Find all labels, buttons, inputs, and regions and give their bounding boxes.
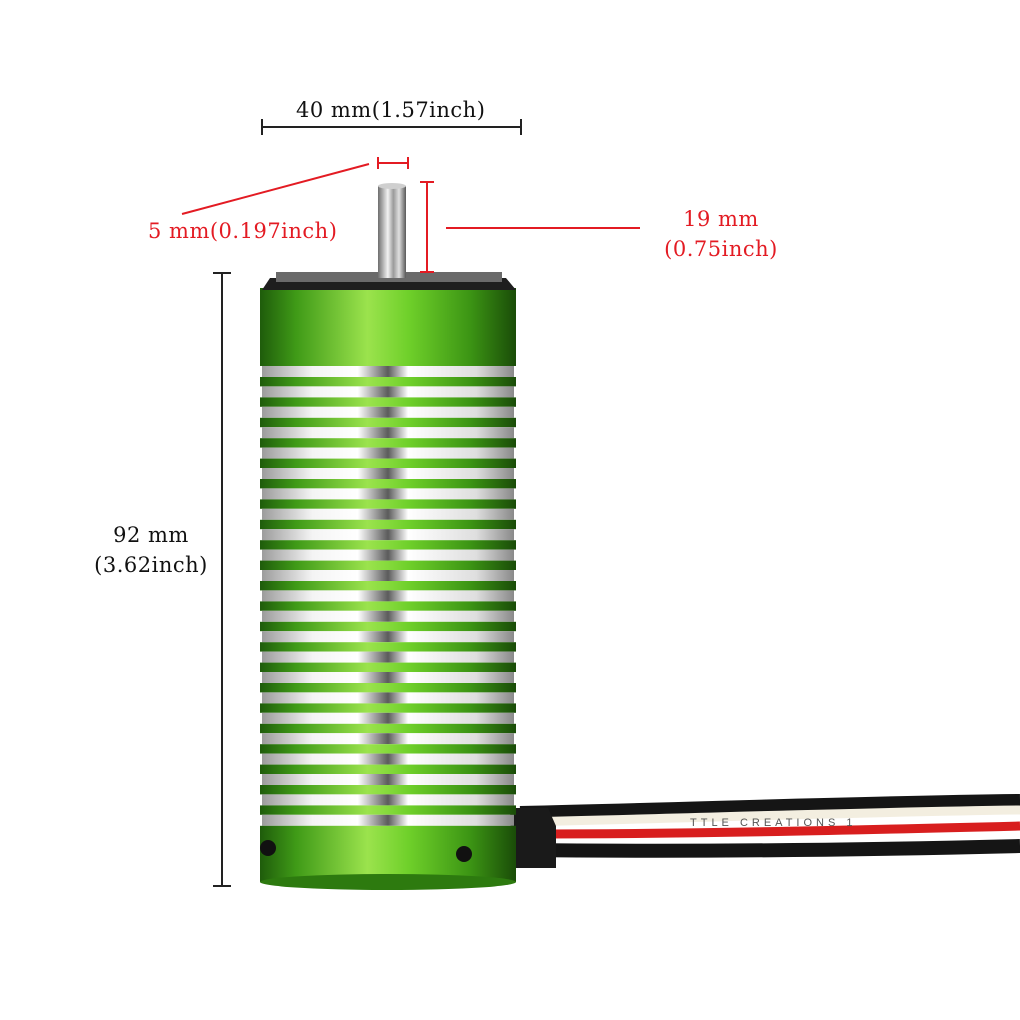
brushless-motor <box>260 183 516 890</box>
cooling-fin <box>262 488 514 500</box>
cooling-fin <box>262 712 514 724</box>
cable-grommet <box>510 808 556 868</box>
length-mm: 92 mm <box>113 523 189 547</box>
shaft-diameter-dimension-line <box>181 157 409 215</box>
fin-groove <box>260 723 516 734</box>
cooling-fin <box>262 733 514 745</box>
fin-groove <box>260 805 516 815</box>
shaft-length-dimension-line <box>420 181 640 273</box>
cooling-fin <box>262 651 514 663</box>
fin-groove <box>260 458 516 468</box>
rear-screw-left <box>260 840 276 856</box>
diameter-dimension-line <box>261 119 522 135</box>
fin-groove <box>260 662 516 672</box>
power-cables: TTLE CREATIONS 1 <box>510 794 1020 868</box>
cable-print: TTLE CREATIONS 1 <box>690 817 856 829</box>
cooling-fin <box>262 468 514 479</box>
fin-groove <box>260 785 516 795</box>
cooling-fin <box>262 549 514 561</box>
motor-shaft <box>378 186 406 278</box>
shaft-length-label: 19 mm (0.75inch) <box>656 204 786 264</box>
fin-groove <box>260 621 516 632</box>
fin-groove <box>260 703 516 713</box>
cooling-fin <box>262 774 514 785</box>
cooling-fin <box>262 427 514 439</box>
cooling-fin <box>262 366 514 377</box>
diameter-label: 40 mm(1.57inch) <box>296 98 486 122</box>
shaft-length-mm: 19 mm <box>683 207 759 231</box>
cooling-fin <box>262 672 514 683</box>
fin-groove <box>260 581 516 591</box>
shaft-diameter-label: 5 mm(0.197inch) <box>148 219 338 243</box>
cooling-fin <box>262 692 514 704</box>
cooling-fin <box>262 610 514 622</box>
cooling-fin <box>262 631 514 643</box>
fin-groove <box>260 764 516 774</box>
length-dimension-line <box>213 272 231 887</box>
cable-black-bottom <box>519 839 1020 858</box>
cooling-fin <box>262 447 514 459</box>
cooling-fin <box>262 406 514 418</box>
fin-groove <box>260 560 516 570</box>
fin-groove <box>260 438 516 448</box>
rear-cap <box>260 826 516 882</box>
cooling-fins <box>260 366 516 836</box>
fin-groove <box>260 519 516 530</box>
fin-groove <box>260 540 516 550</box>
cooling-fin <box>262 386 514 398</box>
rear-screw-right <box>456 846 472 862</box>
fin-groove <box>260 744 516 754</box>
cooling-fin <box>262 753 514 765</box>
fin-groove <box>260 417 516 428</box>
fin-groove <box>260 499 516 509</box>
fin-groove <box>260 479 516 489</box>
cable-red <box>519 821 1020 839</box>
fin-groove <box>260 683 516 693</box>
cooling-fin <box>262 529 514 541</box>
shaft-length-inch: (0.75inch) <box>664 237 778 261</box>
length-inch: (3.62inch) <box>94 553 208 577</box>
cooling-fin <box>262 570 514 581</box>
fin-groove <box>260 377 516 387</box>
front-cap <box>260 288 516 366</box>
length-label: 92 mm (3.62inch) <box>88 520 214 580</box>
cable-white-label <box>519 805 1020 827</box>
cooling-fin <box>262 590 514 602</box>
cooling-fin <box>262 814 514 826</box>
fin-groove <box>260 642 516 652</box>
dimension-annotations <box>181 119 640 887</box>
fin-groove <box>260 601 516 611</box>
fin-groove <box>260 397 516 407</box>
cable-black-top <box>519 794 1020 818</box>
cooling-fin <box>262 794 514 806</box>
cooling-fin <box>262 508 514 520</box>
